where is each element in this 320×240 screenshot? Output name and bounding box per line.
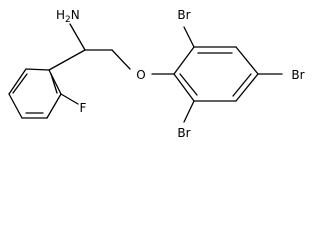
bond (48, 49, 86, 71)
bond (25, 68, 50, 71)
bromine-right-label: Br (291, 68, 304, 82)
double-bond (12, 73, 28, 94)
structure-canvas: H2N O F Br Br Br (8, 8, 305, 140)
bond (235, 73, 259, 102)
bond (8, 68, 27, 95)
side-chain (48, 23, 175, 105)
ether-oxygen-label: O (136, 68, 145, 82)
amine-label: H2N (56, 8, 80, 25)
bromine-bottom-label: Br (177, 126, 190, 140)
bond (69, 23, 86, 51)
bond (173, 46, 195, 75)
amine-subscript: 2 (65, 15, 71, 25)
fluorine-label: F (80, 101, 87, 115)
bond (173, 73, 195, 102)
fluorophenyl-ring (8, 68, 62, 119)
double-bond (232, 73, 252, 97)
bond (183, 100, 195, 123)
amine-n: N (71, 8, 80, 22)
bond (8, 93, 23, 119)
bromine-top-label: Br (177, 8, 190, 22)
tribromophenyl-ring (173, 26, 283, 123)
molecule-drawing: H2N O F Br Br Br (8, 8, 305, 140)
bond (183, 26, 195, 48)
bond (235, 46, 259, 75)
bond (46, 93, 62, 119)
amine-h: H (56, 8, 65, 22)
double-bond (50, 73, 58, 94)
bond (60, 93, 79, 105)
double-bond (179, 73, 198, 96)
bond (111, 49, 131, 70)
